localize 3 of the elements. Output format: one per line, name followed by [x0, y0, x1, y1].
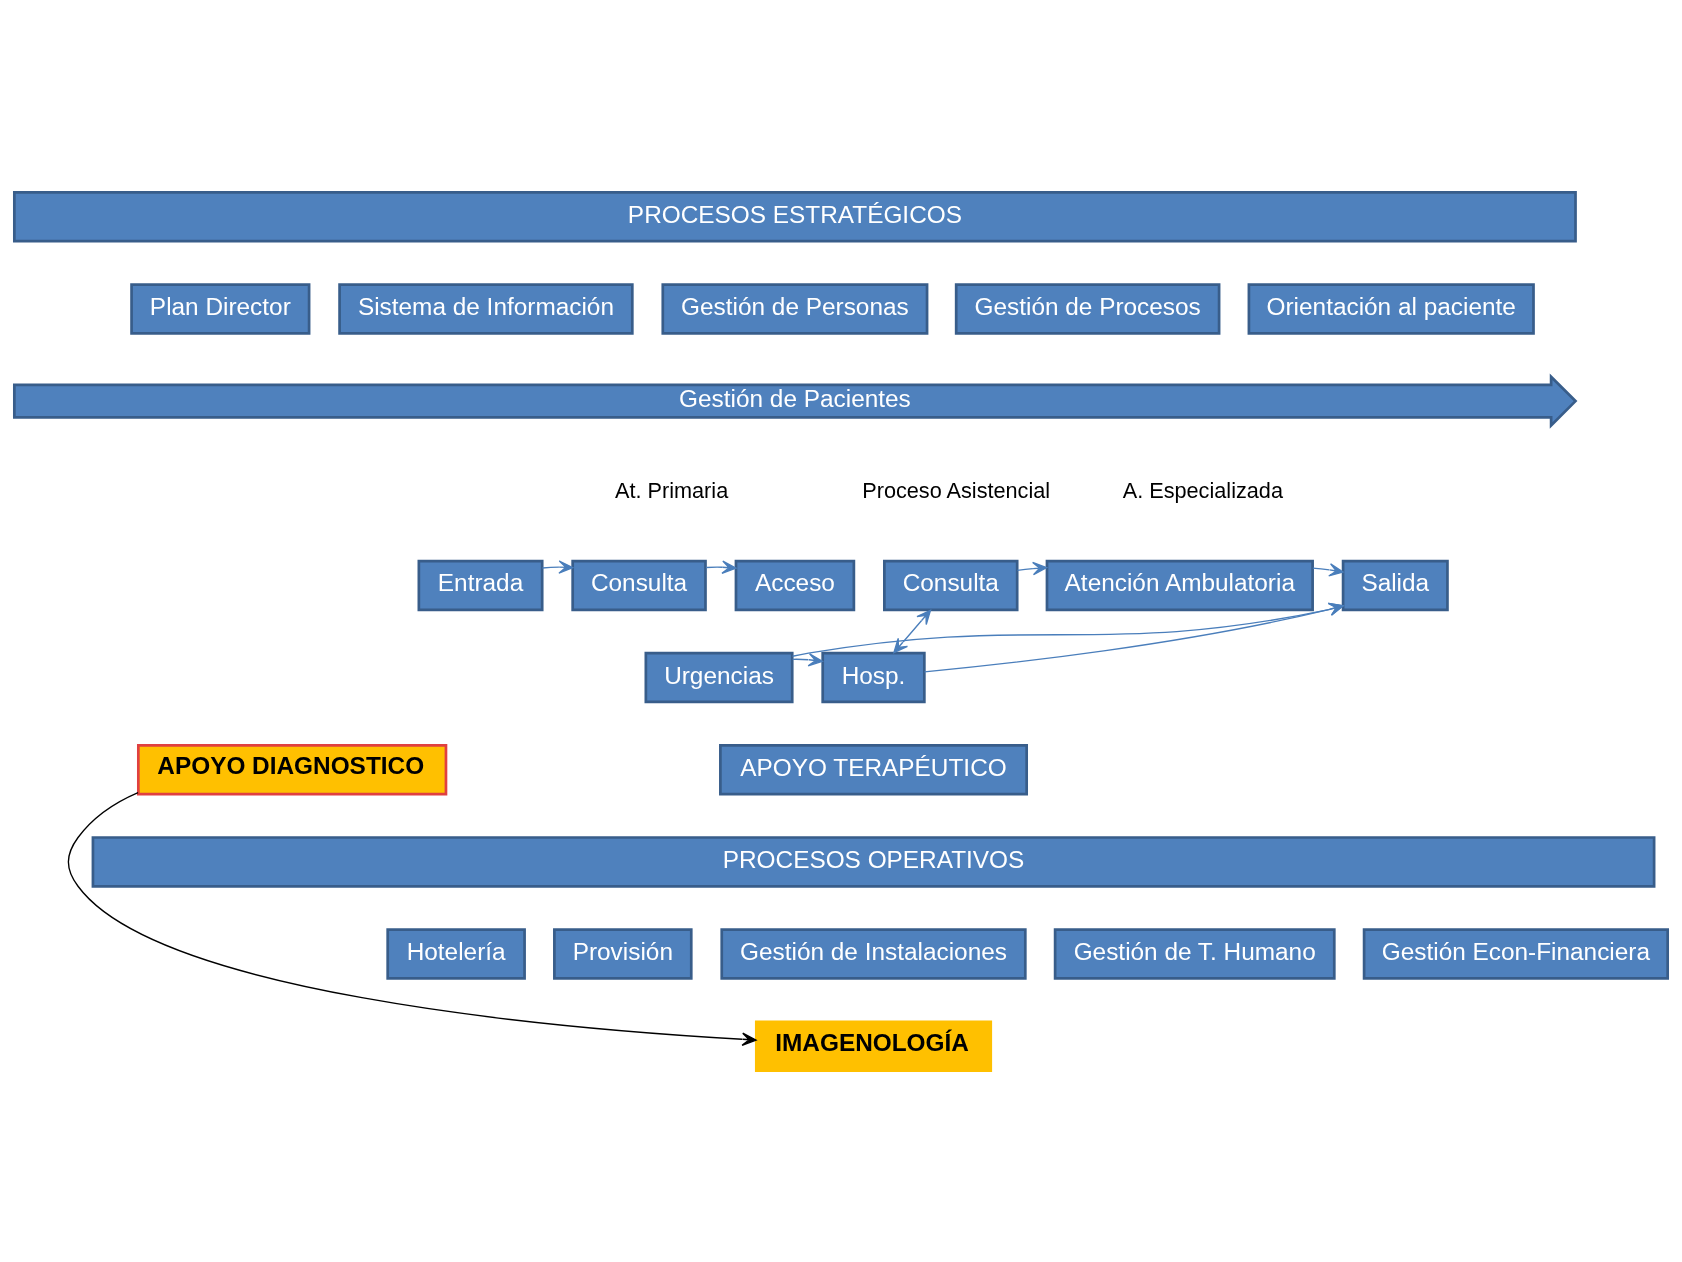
label: At. Primaria	[615, 477, 729, 503]
label: Proceso Asistencial	[862, 477, 1051, 503]
label: A. Especializada	[1122, 477, 1283, 503]
